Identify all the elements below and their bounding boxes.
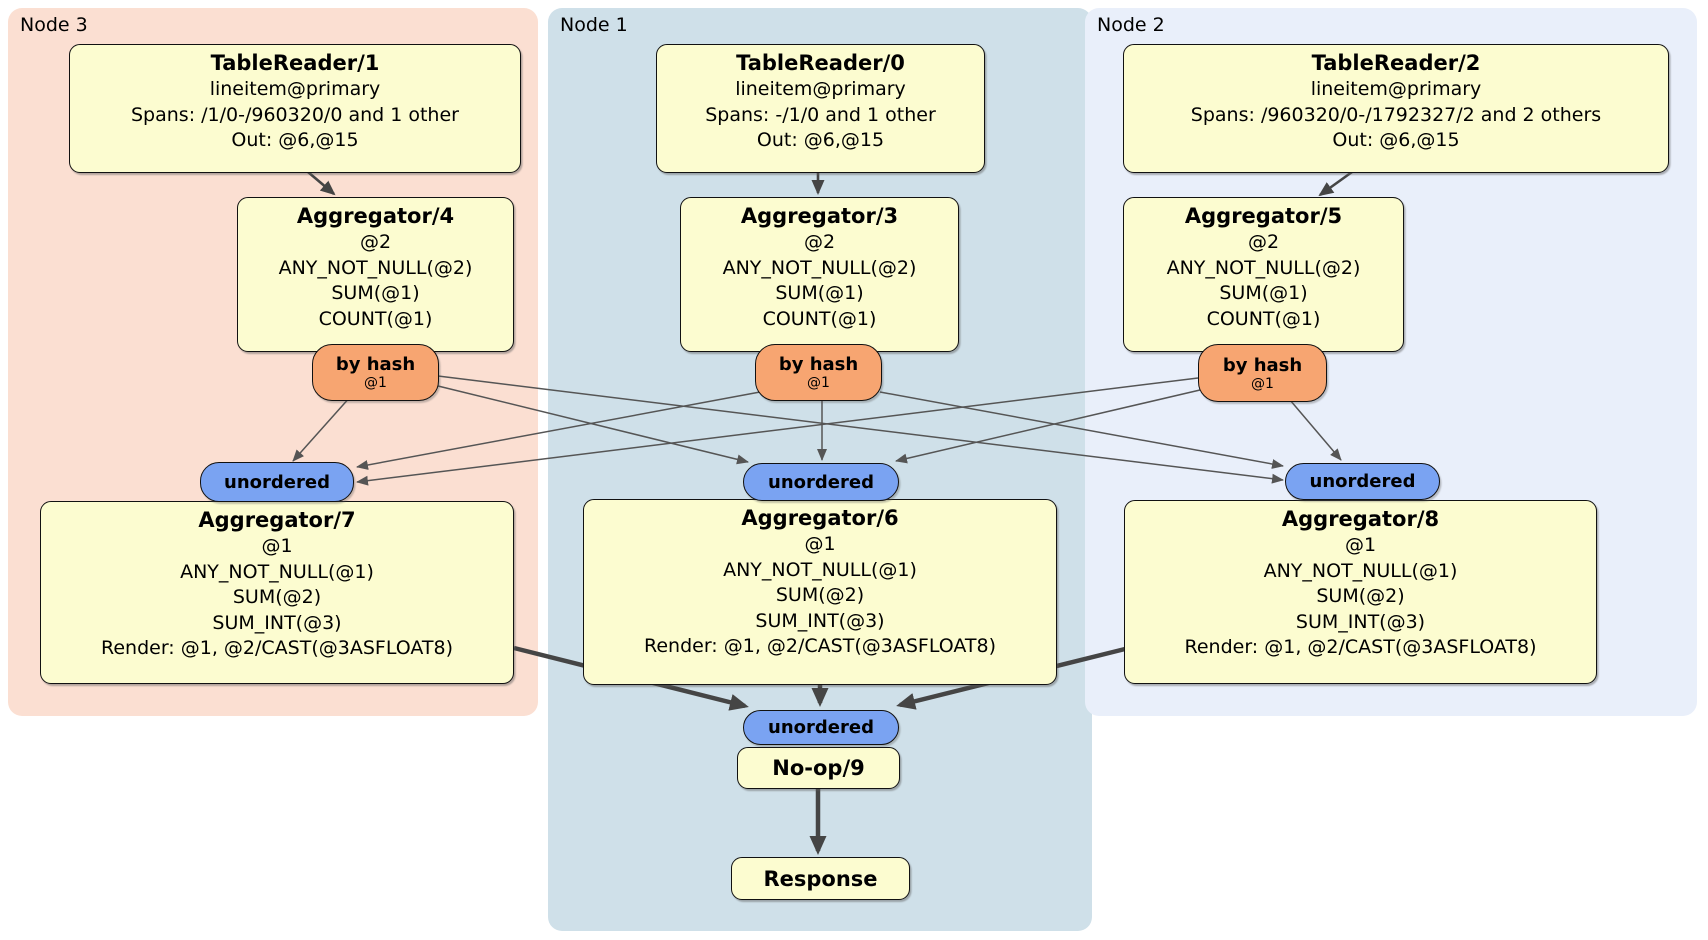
edge-byhash4-unordered-middle (437, 385, 749, 465)
processor-detail: Out: @6,@15 (756, 129, 885, 151)
processor-detail: SUM(@2) (775, 584, 865, 606)
processor-tablereader-2: TableReader/2 lineitem@primary Spans: /9… (1123, 44, 1669, 173)
stream-unordered-right: unordered (1285, 463, 1440, 500)
processor-detail: @1 (804, 533, 836, 555)
stream-unordered-left: unordered (200, 462, 354, 502)
stream-unordered-middle: unordered (743, 463, 899, 501)
processor-detail: COUNT(@1) (318, 307, 433, 330)
processor-detail: @2 (803, 231, 836, 253)
processor-detail: Render: @1, @2/CAST(@3ASFLOAT8) (101, 637, 453, 659)
processor-detail: Spans: /960320/0-/1792327/2 and 2 others (1190, 103, 1602, 126)
router-label: by hash (778, 354, 859, 375)
processor-detail: SUM_INT(@3) (1295, 610, 1426, 633)
processor-title: TableReader/1 (210, 51, 380, 75)
processor-detail: SUM_INT(@3) (755, 609, 885, 632)
processor-detail: ANY_NOT_NULL(@2) (1166, 256, 1361, 279)
region-node3-label: Node 3 (20, 14, 88, 36)
processor-title: Aggregator/6 (741, 506, 899, 530)
processor-detail: COUNT(@1) (762, 307, 877, 330)
router-detail: @1 (364, 375, 387, 391)
processor-detail: @1 (261, 535, 293, 557)
processor-detail: SUM(@2) (1316, 585, 1405, 607)
processor-detail: Render: @1, @2/CAST(@3ASFLOAT8) (644, 635, 996, 657)
processor-title: Aggregator/4 (296, 204, 455, 228)
processor-title: Aggregator/7 (198, 508, 356, 532)
processor-title: TableReader/2 (1311, 51, 1481, 75)
processor-tablereader-1: TableReader/1 lineitem@primary Spans: /1… (69, 44, 521, 173)
router-by-hash-5: by hash @1 (1198, 344, 1327, 402)
processor-detail: ANY_NOT_NULL(@1) (1263, 559, 1458, 582)
processor-detail: SUM(@1) (331, 282, 420, 304)
processor-title: Aggregator/5 (1184, 204, 1343, 228)
processor-aggregator-5: Aggregator/5 @2 ANY_NOT_NULL(@2) SUM(@1)… (1123, 197, 1404, 352)
processor-aggregator-4: Aggregator/4 @2 ANY_NOT_NULL(@2) SUM(@1)… (237, 197, 514, 352)
processor-detail: lineitem@primary (209, 78, 381, 100)
edge-byhash4-unordered-left (292, 395, 352, 462)
processor-detail: SUM(@1) (1219, 282, 1308, 304)
response-node: Response (731, 857, 910, 900)
processor-detail: SUM_INT(@3) (212, 611, 342, 634)
processor-title: Aggregator/3 (740, 204, 899, 228)
processor-detail: Spans: /1/0-/960320/0 and 1 other (131, 103, 459, 126)
region-node2-label: Node 2 (1097, 14, 1165, 36)
edge-byhash5-unordered-middle (895, 389, 1201, 464)
processor-detail: @1 (1344, 534, 1377, 556)
processor-detail: ANY_NOT_NULL(@1) (180, 560, 374, 583)
processor-tablereader-0: TableReader/0 lineitem@primary Spans: -/… (656, 44, 985, 173)
processor-detail: ANY_NOT_NULL(@1) (723, 558, 917, 581)
stream-unordered-bottom: unordered (743, 710, 899, 745)
processor-detail: Render: @1, @2/CAST(@3ASFLOAT8) (1184, 636, 1537, 658)
processor-detail: COUNT(@1) (1206, 307, 1321, 330)
processor-detail: ANY_NOT_NULL(@2) (722, 256, 917, 279)
processor-detail: @2 (359, 231, 392, 253)
processor-title: TableReader/0 (736, 51, 905, 75)
processor-detail: SUM(@1) (775, 282, 864, 304)
stream-label: unordered (768, 717, 874, 738)
router-label: by hash (335, 354, 416, 375)
processor-aggregator-8: Aggregator/8 @1 ANY_NOT_NULL(@1) SUM(@2)… (1124, 500, 1597, 684)
processor-aggregator-7: Aggregator/7 @1 ANY_NOT_NULL(@1) SUM(@2)… (40, 501, 514, 684)
processor-title: Response (763, 866, 878, 891)
stream-label: unordered (768, 471, 874, 493)
edge-byhash5-unordered-right (1289, 399, 1342, 461)
processor-detail: lineitem@primary (735, 78, 906, 100)
edge-byhash5-unordered-left (356, 377, 1199, 486)
processor-title: No-op/9 (772, 756, 865, 780)
processor-detail: Out: @6,@15 (1332, 129, 1460, 151)
edge-byhash3-unordered-left (356, 391, 761, 470)
edge-tablereader1-aggregator4 (307, 171, 336, 196)
processor-detail: ANY_NOT_NULL(@2) (278, 256, 473, 279)
router-by-hash-4: by hash @1 (312, 344, 439, 401)
processor-aggregator-6: Aggregator/6 @1 ANY_NOT_NULL(@1) SUM(@2)… (583, 499, 1057, 685)
router-detail: @1 (1251, 375, 1274, 392)
processor-detail: Spans: -/1/0 and 1 other (705, 103, 936, 126)
router-by-hash-3: by hash @1 (755, 344, 882, 401)
processor-detail: SUM(@2) (232, 586, 322, 608)
processor-detail: lineitem@primary (1310, 78, 1482, 100)
edge-byhash3-unordered-right (879, 391, 1284, 469)
edge-byhash4-unordered-right (437, 375, 1284, 484)
processor-title: Aggregator/8 (1281, 507, 1440, 531)
router-label: by hash (1222, 354, 1303, 376)
stream-label: unordered (224, 471, 330, 493)
region-node1-label: Node 1 (560, 14, 628, 36)
edge-tablereader2-aggregator5 (1318, 170, 1353, 197)
processor-detail: @2 (1247, 231, 1280, 253)
processor-aggregator-3: Aggregator/3 @2 ANY_NOT_NULL(@2) SUM(@1)… (680, 197, 959, 352)
stream-label: unordered (1309, 471, 1416, 492)
processor-noop-9: No-op/9 (737, 747, 900, 789)
processor-detail: Out: @6,@15 (231, 129, 359, 151)
router-detail: @1 (807, 375, 830, 391)
